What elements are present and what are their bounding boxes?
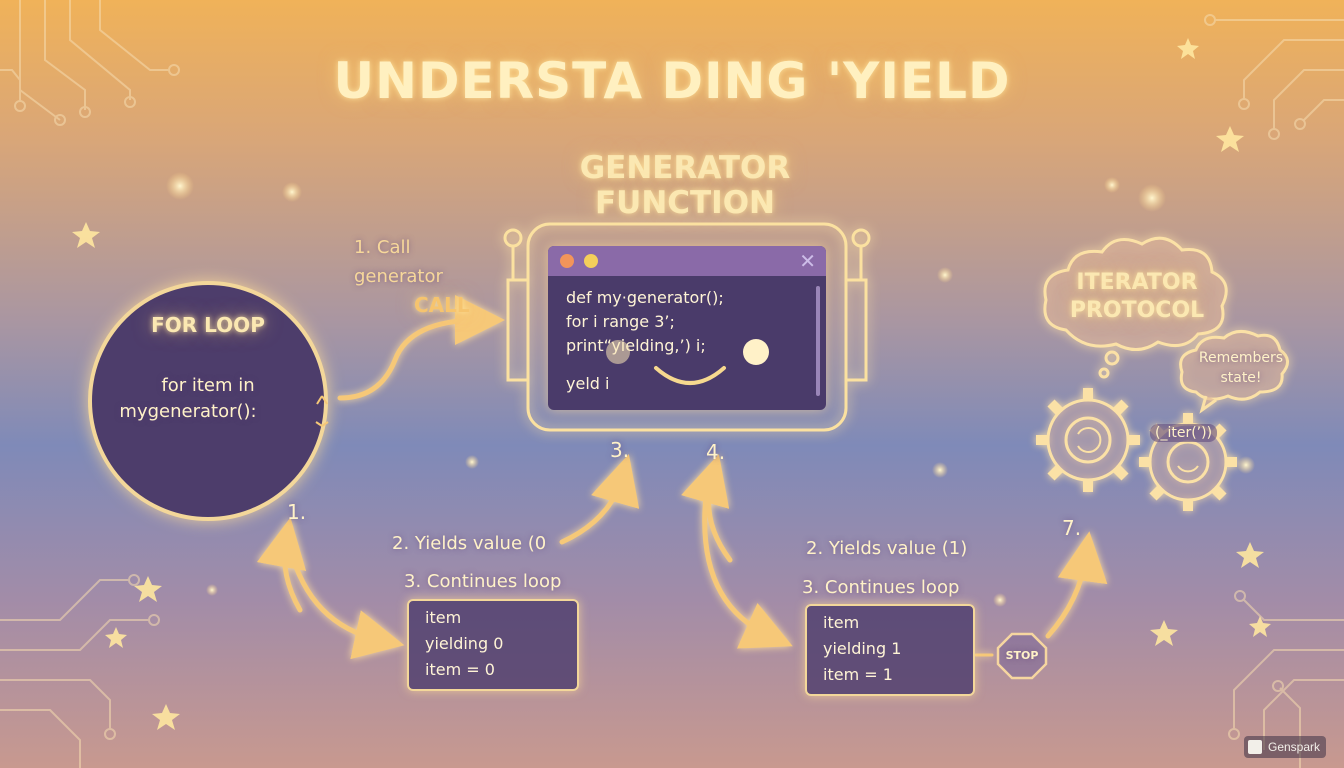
window-dot-yellow <box>584 254 598 268</box>
code-line-3: print“yielding,’) i; <box>566 336 706 355</box>
step-marker-4: 4. <box>706 440 726 464</box>
watermark-badge: Genspark <box>1244 736 1327 758</box>
for-loop-title: FOR LOOP <box>151 313 265 337</box>
call-label-line1: 1. Call <box>354 237 411 258</box>
call-label-line3: CALL <box>414 293 470 317</box>
right-continues-text: 3. Continues loop <box>802 577 960 598</box>
right-yields-text: 2. Yields value (1) <box>806 538 968 559</box>
yield-arrow-up <box>559 453 640 545</box>
left-yields-text: 2. Yields value (0 <box>392 533 547 554</box>
code-line-1: def my·generator(); <box>566 288 724 307</box>
remembers-line1: Remembers <box>1198 350 1284 366</box>
genspark-logo-icon <box>1248 740 1262 754</box>
protocol-arrow <box>1045 531 1108 639</box>
for-loop-inner-arrow <box>316 395 328 405</box>
call-label-line2: generator <box>354 266 443 287</box>
left-box-line-3: item = 0 <box>425 660 495 679</box>
left-state-box: item yielding 0 item = 0 <box>407 599 579 691</box>
iter-method-label: (_iter(’)) <box>1150 424 1218 442</box>
iterator-title-line1: ITERATOR <box>1076 270 1198 295</box>
star-icons <box>72 38 1271 730</box>
for-loop-code-line1: for item in <box>161 375 255 396</box>
code-line-2: for i range 3’; <box>566 312 675 331</box>
generator-title-line2: FUNCTION <box>594 185 776 221</box>
left-loop-arrow-up <box>256 517 307 613</box>
right-box-line-3: item = 1 <box>823 665 893 684</box>
step-marker-left: 1. <box>287 500 307 524</box>
call-arrow <box>337 295 505 401</box>
left-box-line-1: item <box>425 608 462 627</box>
left-continues-text: 3. Continues loop <box>404 571 562 592</box>
step-marker-7: 7. <box>1062 516 1082 540</box>
right-box-line-2: yielding 1 <box>823 639 902 658</box>
resume-arrow-up <box>681 453 733 563</box>
generator-code-window: ✕ def my·generator(); for i range 3’; pr… <box>548 246 826 410</box>
stop-label: STOP <box>1005 649 1039 662</box>
iterator-title-line2: PROTOCOL <box>1069 298 1205 323</box>
left-box-line-2: yielding 0 <box>425 634 504 653</box>
generator-title-line1: GENERATOR <box>579 150 791 186</box>
step-marker-3: 3. <box>610 438 630 462</box>
window-titlebar: ✕ <box>548 246 826 276</box>
scrollbar[interactable] <box>816 286 820 396</box>
page-title: UNDERSTA DING 'YIELD <box>333 52 1011 110</box>
watermark-text: Genspark <box>1268 740 1321 754</box>
code-line-5: yeld i <box>566 374 610 393</box>
for-loop-circle <box>88 281 328 521</box>
remembers-line2: state! <box>1220 370 1262 386</box>
gear-left-icon <box>1036 388 1140 492</box>
for-loop-code-line2: mygenerator(): <box>119 401 257 422</box>
glow-dots <box>166 172 1255 607</box>
close-icon[interactable]: ✕ <box>799 249 816 273</box>
right-box-line-1: item <box>823 613 860 632</box>
right-state-box: item yielding 1 item = 1 <box>805 604 975 696</box>
window-dot-orange <box>560 254 574 268</box>
